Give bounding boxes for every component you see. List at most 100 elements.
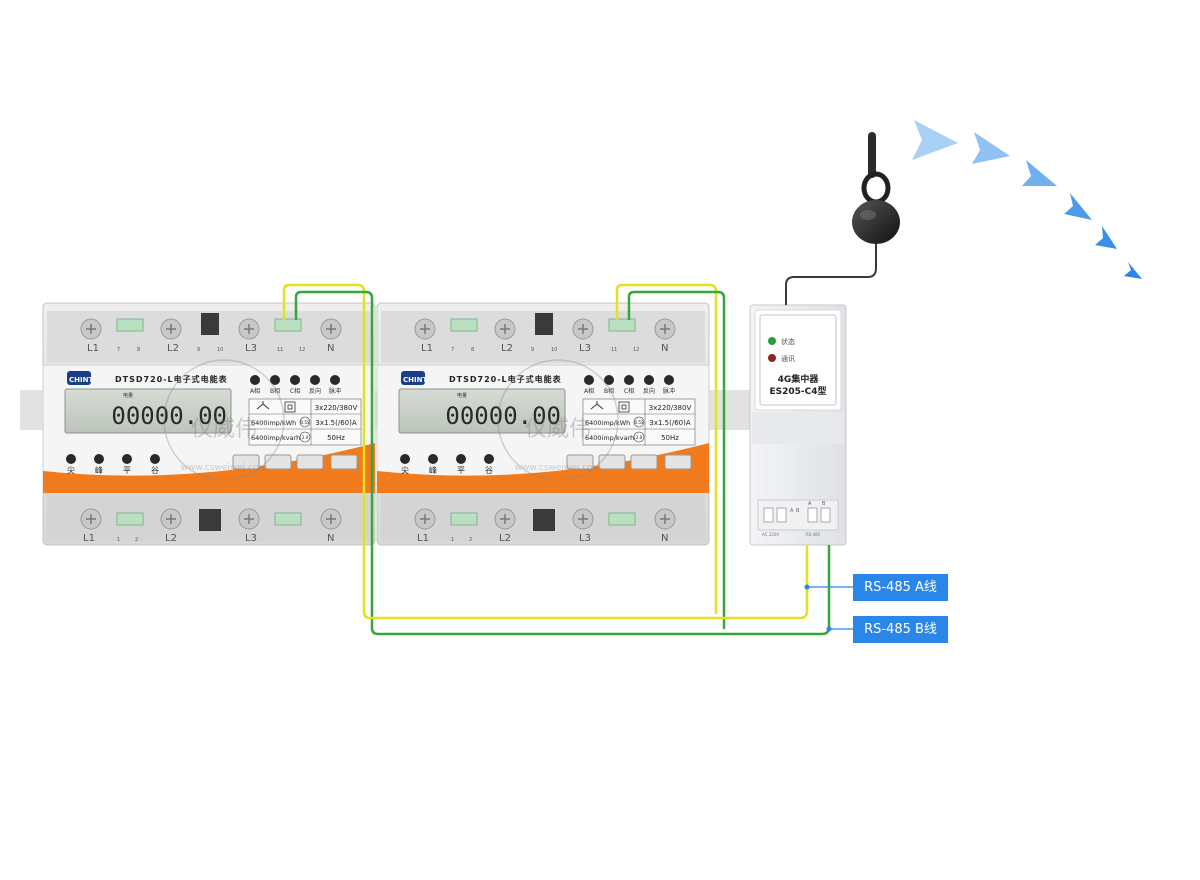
top-terminal-label: 11 bbox=[611, 347, 617, 353]
tariff-led-icon bbox=[66, 454, 76, 464]
lcd-caption: 电量 bbox=[123, 392, 133, 399]
top-terminal-label: N bbox=[327, 343, 334, 354]
brand-logo-icon bbox=[401, 371, 425, 385]
accuracy-circle-icon bbox=[633, 416, 645, 428]
meter-push-button bbox=[598, 454, 626, 470]
din-clip-bottom bbox=[199, 509, 221, 531]
aux-terminal-block bbox=[450, 318, 478, 332]
wire-a-meter1 bbox=[282, 283, 366, 612]
indicator-led-icon bbox=[250, 375, 260, 385]
meter-model-title: DTSD720-L电子式电能表 bbox=[115, 374, 228, 384]
svg-text:www.csweiwei.com: www.csweiwei.com bbox=[181, 463, 268, 473]
top-terminal-label: L2 bbox=[501, 343, 513, 354]
spec-accuracy-reactive: 2.0 bbox=[636, 435, 643, 440]
wire-a-bus bbox=[362, 545, 809, 620]
spec-const-reactive: 6400imp/kvarh bbox=[585, 434, 634, 442]
indicator-label: 反向 bbox=[643, 387, 655, 395]
aux-terminal-block bbox=[116, 318, 144, 332]
rs485-terminal-block bbox=[608, 318, 636, 332]
tariff-led-icon bbox=[428, 454, 438, 464]
wire-a-meter2 bbox=[615, 283, 718, 614]
rs485-a-line-callout: RS-485 A线 bbox=[853, 574, 948, 601]
indicator-led-icon bbox=[624, 375, 634, 385]
top-terminal-label: 10 bbox=[217, 347, 223, 353]
bottom-terminal-label: L2 bbox=[499, 533, 511, 544]
screw-slot-icon bbox=[660, 324, 670, 334]
meter-push-button bbox=[264, 454, 292, 470]
bottom-terminal-label: 2 bbox=[135, 537, 138, 543]
indicator-label: A相 bbox=[250, 387, 260, 395]
terminal-label-b2: B bbox=[822, 501, 826, 507]
top-terminal-label: 7 bbox=[451, 347, 454, 353]
screw-slot-icon bbox=[578, 514, 588, 524]
top-terminal-label: 8 bbox=[471, 347, 474, 353]
top-terminal-label: 7 bbox=[117, 347, 120, 353]
indicator-led-icon bbox=[584, 375, 594, 385]
antenna-icon bbox=[852, 132, 900, 244]
meter-push-button bbox=[630, 454, 658, 470]
spec-accuracy-reactive: 2.0 bbox=[302, 435, 309, 440]
meter-push-button bbox=[296, 454, 324, 470]
accuracy-circle-icon bbox=[633, 431, 645, 443]
watermark-2: 仪威伟 www.csweiwei.com bbox=[497, 359, 619, 481]
double-insulation-inner-icon bbox=[621, 404, 627, 410]
tariff-led-icon bbox=[94, 454, 104, 464]
bottom-terminal-label: 1 bbox=[451, 537, 454, 543]
antenna-cable bbox=[785, 238, 877, 305]
rs485-label: RS-485 bbox=[806, 532, 821, 537]
indicator-label: 脉冲 bbox=[329, 387, 341, 395]
tariff-led-icon bbox=[122, 454, 132, 464]
terminal-label-a1: A bbox=[790, 508, 794, 514]
bottom-terminal-label: L1 bbox=[417, 533, 429, 544]
screw-slot-icon bbox=[578, 324, 588, 334]
status-led-icon bbox=[768, 337, 776, 345]
rs485-b-line-callout: RS-485 B线 bbox=[853, 616, 948, 643]
bottom-terminal-label: L3 bbox=[579, 533, 591, 544]
double-insulation-icon bbox=[618, 401, 630, 413]
indicator-led-icon bbox=[310, 375, 320, 385]
din-clip bbox=[535, 313, 553, 335]
svg-text:仪威伟: 仪威伟 bbox=[191, 417, 257, 442]
lcd-reading: 00000.00 bbox=[111, 402, 227, 430]
top-terminal-label: 12 bbox=[299, 347, 305, 353]
top-terminal-label: 11 bbox=[277, 347, 283, 353]
bottom-terminal-block bbox=[116, 512, 144, 526]
tariff-label: 谷 bbox=[151, 466, 159, 475]
ac-label: AC 220V bbox=[762, 532, 779, 537]
brand-logo-icon bbox=[67, 371, 91, 385]
bottom-terminal-label: L3 bbox=[245, 533, 257, 544]
indicator-led-icon bbox=[604, 375, 614, 385]
terminal-label-b1: B bbox=[796, 508, 800, 514]
screw-slot-icon bbox=[420, 324, 430, 334]
orange-accent-band bbox=[377, 443, 709, 493]
bottom-terminal-block bbox=[608, 512, 636, 526]
screw-slot-icon bbox=[326, 324, 336, 334]
bottom-terminal-label: N bbox=[661, 533, 668, 544]
bottom-terminal-label: N bbox=[327, 533, 334, 544]
top-terminal-label: L3 bbox=[579, 343, 591, 354]
rs485-wiring bbox=[282, 283, 853, 636]
signal-arrows bbox=[912, 120, 1142, 279]
tariff-label: 平 bbox=[457, 466, 465, 475]
tariff-label: 平 bbox=[123, 466, 131, 475]
comm-led-label: 通讯 bbox=[781, 354, 795, 363]
indicator-label: B相 bbox=[270, 387, 280, 395]
double-insulation-inner-icon bbox=[287, 404, 293, 410]
spec-table bbox=[248, 398, 362, 446]
brand-logo: CHINT bbox=[403, 376, 427, 384]
screw-slot-icon bbox=[166, 514, 176, 524]
bottom-terminal-block bbox=[450, 512, 478, 526]
top-terminal-label: 9 bbox=[531, 347, 534, 353]
top-terminal-label: L3 bbox=[245, 343, 257, 354]
three-phase-symbol-icon bbox=[590, 401, 604, 410]
rs485-terminal-block bbox=[274, 318, 302, 332]
accuracy-circle-icon bbox=[299, 431, 311, 443]
watermark-1: 仪威伟 www.csweiwei.com bbox=[163, 359, 285, 481]
indicator-label: 脉冲 bbox=[663, 387, 675, 395]
screw-slot-icon bbox=[326, 514, 336, 524]
spec-const-reactive: 6400imp/kvarh bbox=[251, 434, 300, 442]
screw-slot-icon bbox=[244, 324, 254, 334]
top-terminal-label: 9 bbox=[197, 347, 200, 353]
orange-accent-band bbox=[43, 443, 375, 493]
